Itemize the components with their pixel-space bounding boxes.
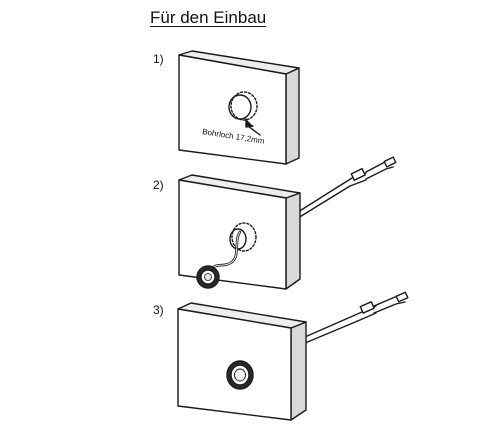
- connector-2-b: [383, 156, 397, 168]
- panel-1-side: [285, 67, 300, 165]
- step-3-label: 3): [153, 303, 164, 317]
- panel-2-front: [178, 179, 287, 290]
- panel-1: Bohrloch 17,2mm: [178, 50, 300, 165]
- panel-2-hole-outline: [231, 222, 257, 252]
- panel-2: [178, 156, 397, 290]
- cable-2-b: [297, 179, 367, 219]
- switch-2-center: [204, 273, 212, 281]
- step-2-label: 2): [153, 178, 164, 192]
- switch-cable-inner: [209, 231, 241, 271]
- connector-3-b: [395, 291, 409, 303]
- panel-3-side: [290, 321, 307, 421]
- drill-hole-outline: [230, 91, 258, 121]
- panel-3: [177, 291, 409, 421]
- connector-3-a: [359, 301, 375, 314]
- arrow-shaft: [247, 125, 261, 136]
- step-1-label: 1): [153, 52, 164, 66]
- panel-1-front: [178, 54, 287, 165]
- cable-3-d: [373, 301, 406, 314]
- connector-2-a: [350, 167, 366, 181]
- cable-2-d: [365, 166, 394, 180]
- arrow-head: [245, 118, 254, 128]
- cable-3-b: [297, 312, 377, 347]
- panel-2-hole: [229, 228, 247, 250]
- switch-3-inner: [234, 368, 246, 382]
- panel-2-side: [285, 192, 301, 290]
- diagram-title: Für den Einbau: [150, 8, 267, 27]
